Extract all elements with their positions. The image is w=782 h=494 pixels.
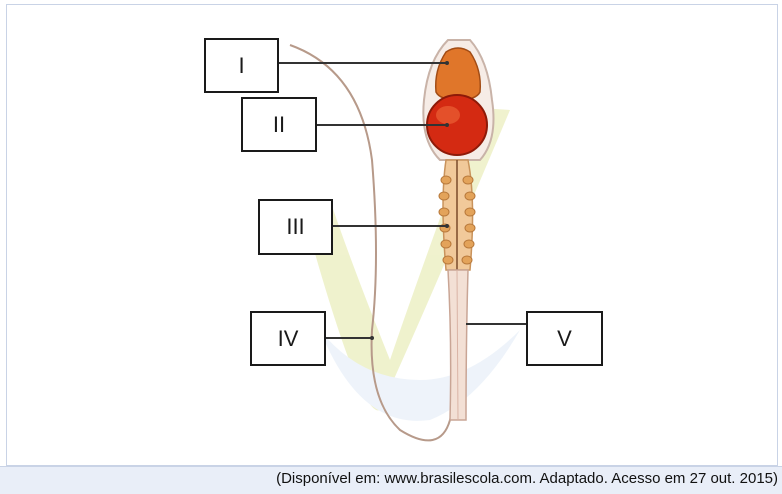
source-caption: (Disponível em: www.brasilescola.com. Ad…	[276, 470, 778, 487]
label-box-I: I	[204, 38, 279, 93]
label-box-V: V	[526, 311, 603, 366]
label-box-IV: IV	[250, 311, 326, 366]
label-box-II: II	[241, 97, 317, 152]
spermatozoon-illustration	[0, 0, 782, 466]
label-box-III: III	[258, 199, 333, 255]
watermark-logo	[300, 108, 520, 421]
